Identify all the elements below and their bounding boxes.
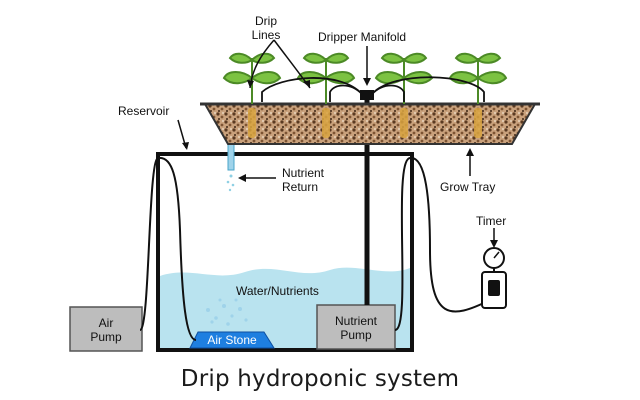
- diagram-caption: Drip hydroponic system: [180, 366, 460, 392]
- seedling-icon: [222, 52, 508, 104]
- return-drips: [226, 174, 235, 192]
- power-outlet-icon: [481, 271, 507, 309]
- drip-lines-label: Drip Lines: [251, 14, 281, 42]
- dripper-manifold: [360, 90, 374, 100]
- nutrient-return-label: Nutrient Return: [282, 166, 325, 194]
- plant-roots: [248, 108, 482, 138]
- nutrient-pump-label: Nutrient Pump: [334, 314, 378, 342]
- arrow-heads: [182, 78, 498, 248]
- air-pump-box: [69, 306, 143, 352]
- air-pump-label: Air Pump: [90, 316, 122, 344]
- reservoir-tank: [156, 152, 414, 352]
- water-nutrients-label: Water/Nutrients: [236, 284, 319, 298]
- reservoir-label: Reservoir: [118, 104, 170, 118]
- air-stone-label: Air Stone: [207, 333, 257, 347]
- drip-lines: [261, 76, 485, 102]
- pump-power-cord: [394, 157, 491, 331]
- timer-gauge-icon: [483, 247, 505, 272]
- air-stone: [189, 331, 275, 349]
- air-bubbles: [206, 298, 248, 326]
- timer-label: Timer: [476, 214, 507, 228]
- dripper-manifold-label: Dripper Manifold: [318, 30, 407, 44]
- nutrient-pump-box: [316, 304, 396, 350]
- air-tube: [139, 156, 197, 341]
- grow-tray-label: Grow Tray: [440, 180, 496, 194]
